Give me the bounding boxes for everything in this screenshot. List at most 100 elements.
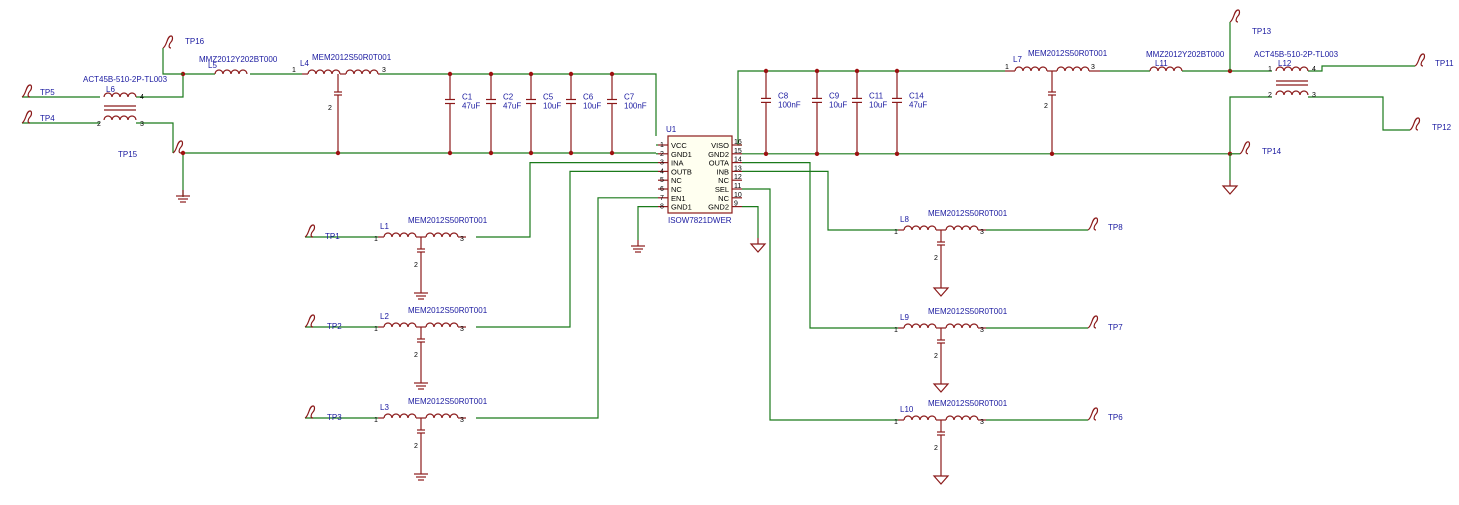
testpoint-tp7-label: TP7 (1108, 323, 1123, 332)
cap-ref-c2: C2 (503, 93, 514, 102)
filter-ground (932, 475, 950, 485)
ic-pinname-left: NC (671, 176, 682, 185)
ic-u1-ref: U1 (666, 125, 677, 134)
ic-pinnum-left: 1 (660, 142, 664, 149)
filter-l7-pin-in: 1 (1005, 64, 1009, 71)
filter-value: MEM2012S50R0T001 (408, 306, 488, 315)
ic-pinnum-right: 11 (734, 183, 741, 190)
filter-pin-gnd: 2 (414, 262, 418, 269)
ic-pinnum-right: 13 (734, 165, 742, 172)
filter-value: MEM2012S50R0T001 (408, 397, 488, 406)
cap-ref-c1: C1 (462, 93, 473, 102)
transformer-l12-coil-top (1275, 66, 1309, 72)
cap-ref-c11: C11 (869, 91, 884, 100)
ic-pinnum-left: 8 (660, 204, 664, 211)
ic-pinname-right: SEL (715, 185, 729, 194)
filter-value: MEM2012S50R0T001 (408, 216, 488, 225)
transformer-l6-pin3: 3 (140, 121, 144, 128)
testpoint-tp12-icon (1409, 117, 1421, 131)
ground-right (1221, 185, 1239, 195)
filter-coil-a (383, 232, 417, 238)
ferrite-l11-value: MMZ2012Y202BT000 (1146, 50, 1225, 59)
ferrite-l5-value: MMZ2012Y202BT000 (199, 55, 278, 64)
filter-pin-out: 3 (980, 229, 984, 236)
cap-value-c8: 100nF (778, 100, 801, 109)
testpoint-tp11-icon (1414, 53, 1426, 67)
filter-l4-coil-b (345, 69, 379, 75)
l12-tp11 (1308, 65, 1415, 72)
testpoint-tp16-icon (162, 35, 174, 49)
testpoint-tp5-label: TP5 (40, 88, 55, 97)
cap-ref-c8: C8 (778, 91, 789, 100)
filter-ref: L8 (900, 215, 909, 224)
filter-pin-gnd: 2 (414, 443, 418, 450)
cap-ref-c9: C9 (829, 91, 840, 100)
filter-pin-out: 3 (980, 419, 984, 426)
testpoint-tp2-icon (304, 314, 316, 328)
ferrite-l5-coil (214, 69, 248, 75)
ic-pinname-right: INB (716, 167, 729, 176)
filter-value: MEM2012S50R0T001 (928, 307, 1008, 316)
testpoint-tp13-label: TP13 (1252, 27, 1272, 36)
sel-net (742, 188, 898, 421)
vcc-rail (380, 73, 657, 136)
filter-coil-b (425, 232, 459, 238)
ic-pinnum-right: 12 (734, 174, 742, 181)
transformer-l6-pin4: 4 (140, 94, 144, 101)
ic-pinnum-left: 5 (660, 177, 664, 184)
ic-pinname-right: NC (718, 194, 729, 203)
filter-ground (932, 383, 950, 393)
filter-l4-pin-out: 3 (382, 67, 386, 74)
filter-pin-out: 3 (460, 236, 464, 243)
cap-ref-c5: C5 (543, 93, 554, 102)
filter-coil-a (903, 415, 937, 421)
transformer-l12-pin4: 4 (1312, 66, 1316, 73)
filter-l4-ref: L4 (300, 59, 309, 68)
filter-coil-b (945, 415, 979, 421)
ic-pinnum-right: 10 (734, 192, 742, 199)
ic-pinnum-right: 9 (734, 201, 738, 208)
filter-ref: L10 (900, 405, 914, 414)
en1-net (476, 197, 658, 419)
transformer-l12-pin2: 2 (1268, 92, 1272, 99)
filter-pin-out: 3 (980, 327, 984, 334)
testpoint-tp3-icon (304, 405, 316, 419)
filter-ref: L3 (380, 403, 389, 412)
ferrite-l11-coil (1149, 66, 1183, 72)
filter-coil-a (903, 225, 937, 231)
filter-l4-coil-a (307, 69, 341, 75)
testpoint-tp2-label: TP2 (327, 322, 342, 331)
filter-l4-value: MEM2012S50R0T001 (312, 53, 392, 62)
filter-coil-b (425, 322, 459, 328)
ic-pinname-left: VCC (671, 141, 687, 150)
testpoint-tp5-icon (21, 84, 33, 98)
filter-coil-a (383, 413, 417, 419)
filter-pin-out: 3 (460, 417, 464, 424)
ic-u1-body (667, 135, 733, 214)
l12-gnd (1229, 96, 1272, 154)
testpoint-tp16-label: TP16 (185, 37, 205, 46)
filter-pin-in: 1 (374, 326, 378, 333)
gnd2-pin9 (742, 206, 759, 238)
testpoint-tp12-label: TP12 (1432, 123, 1452, 132)
filter-pin-in: 1 (374, 417, 378, 424)
filter-l7-ref: L7 (1013, 55, 1022, 64)
testpoint-tp8-icon (1087, 217, 1099, 231)
cap-value-c7: 100nF (624, 102, 647, 111)
testpoint-tp8-label: TP8 (1108, 223, 1123, 232)
ic-pinname-right: VISO (711, 141, 729, 150)
testpoint-tp14-icon (1239, 141, 1251, 155)
testpoint-tp15-icon (172, 140, 184, 154)
ic-pinname-right: OUTA (709, 159, 729, 168)
testpoint-tp7-icon (1087, 315, 1099, 329)
testpoint-tp13-icon (1229, 9, 1241, 23)
transformer-l6-coil-top (103, 92, 137, 98)
cap-ref-c6: C6 (583, 93, 594, 102)
transformer-l12-ref: L12 (1278, 59, 1292, 68)
transformer-l12-coil-bottom (1275, 90, 1309, 96)
testpoint-tp1-label: TP1 (325, 232, 340, 241)
ferrite-l11-ref: L11 (1155, 59, 1168, 68)
filter-value: MEM2012S50R0T001 (928, 209, 1008, 218)
filter-l4-pin-in: 1 (292, 67, 296, 74)
